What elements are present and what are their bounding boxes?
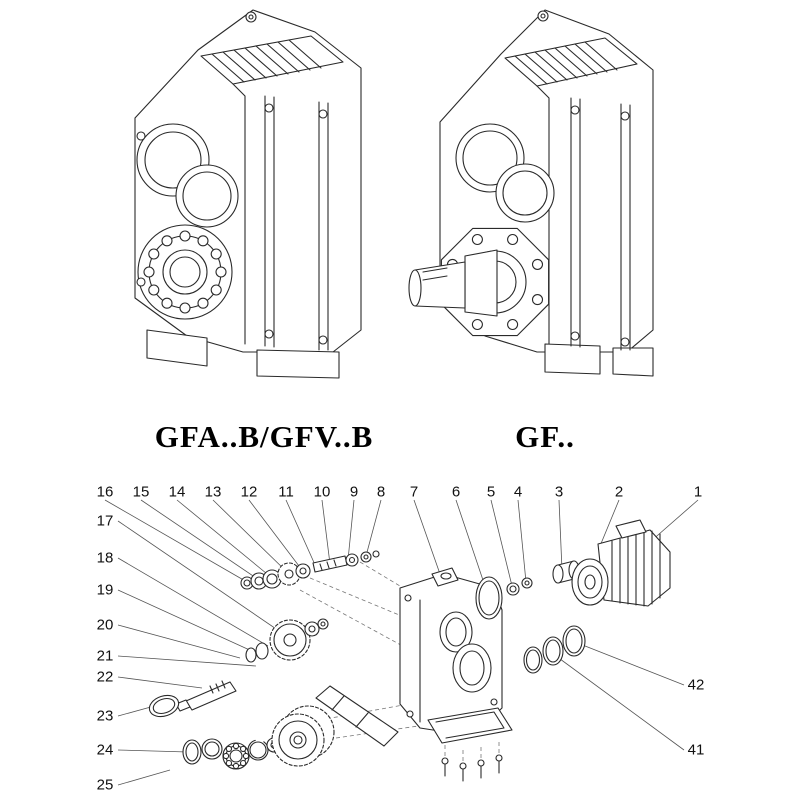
- mounting-foot: [544, 343, 601, 375]
- part-callout-19: 19: [96, 581, 114, 599]
- part-callout-8: 8: [376, 483, 386, 501]
- gearbox-gf-drawing: [408, 9, 654, 377]
- part-callout-17: 17: [96, 512, 114, 530]
- part-callout-24: 24: [96, 741, 114, 759]
- output-shaft-parts-drawing: [148, 685, 399, 770]
- part-callout-3: 3: [554, 483, 564, 501]
- part-callout-41: 41: [687, 741, 705, 759]
- cooling-fins: [200, 35, 344, 85]
- part-callout-1: 1: [693, 483, 703, 501]
- motor-side-parts-drawing: [475, 519, 671, 674]
- upper-bearing-bosses: [455, 123, 555, 223]
- part-callout-4: 4: [513, 483, 523, 501]
- gearbox-housing: [134, 9, 362, 379]
- part-callout-20: 20: [96, 616, 114, 634]
- upper-bearing-bosses: [136, 123, 239, 228]
- part-callout-14: 14: [168, 483, 186, 501]
- model-label-gfab: GFA..B/GFV..B: [154, 419, 374, 454]
- snap-ring-drawing: [247, 739, 269, 761]
- mounting-foot: [612, 347, 654, 377]
- exploded-view-drawing: [104, 499, 699, 786]
- part-callout-12: 12: [240, 483, 258, 501]
- mounting-foot: [146, 329, 208, 367]
- housing-drawing: [399, 567, 503, 737]
- part-callout-23: 23: [96, 707, 114, 725]
- side-ribs: [570, 97, 631, 351]
- part-callout-25: 25: [96, 776, 114, 794]
- part-callout-13: 13: [204, 483, 222, 501]
- part-callout-22: 22: [96, 668, 114, 686]
- part-callout-11: 11: [278, 483, 294, 501]
- output-shaft: [408, 249, 498, 317]
- part-callout-21: 21: [96, 647, 114, 665]
- side-ribs: [264, 95, 329, 351]
- part-callout-42: 42: [687, 676, 705, 694]
- motor-drawing: [571, 519, 671, 607]
- shaft-drawing: [315, 685, 399, 747]
- part-callout-18: 18: [96, 549, 114, 567]
- part-callout-16: 16: [96, 483, 114, 501]
- gearbox-housing: [408, 9, 654, 377]
- part-callout-15: 15: [132, 483, 150, 501]
- callout-leader-lines: [104, 499, 699, 786]
- part-callout-5: 5: [486, 483, 496, 501]
- gearbox-gfab-drawing: [134, 9, 362, 379]
- intermediate-gear-parts-drawing: [175, 618, 329, 712]
- input-shaft-parts-drawing: [240, 550, 380, 590]
- part-callout-10: 10: [313, 483, 331, 501]
- mounting-foot: [256, 349, 340, 379]
- part-callout-7: 7: [409, 483, 419, 501]
- cooling-fins: [504, 37, 638, 87]
- projection-lines: [299, 561, 500, 775]
- part-callout-6: 6: [451, 483, 461, 501]
- part-callout-9: 9: [349, 483, 359, 501]
- gasket-and-bolts-drawing: [427, 707, 513, 782]
- hollow-shaft-bearing: [137, 224, 233, 320]
- part-callout-2: 2: [614, 483, 624, 501]
- model-label-gf: GF..: [515, 419, 575, 454]
